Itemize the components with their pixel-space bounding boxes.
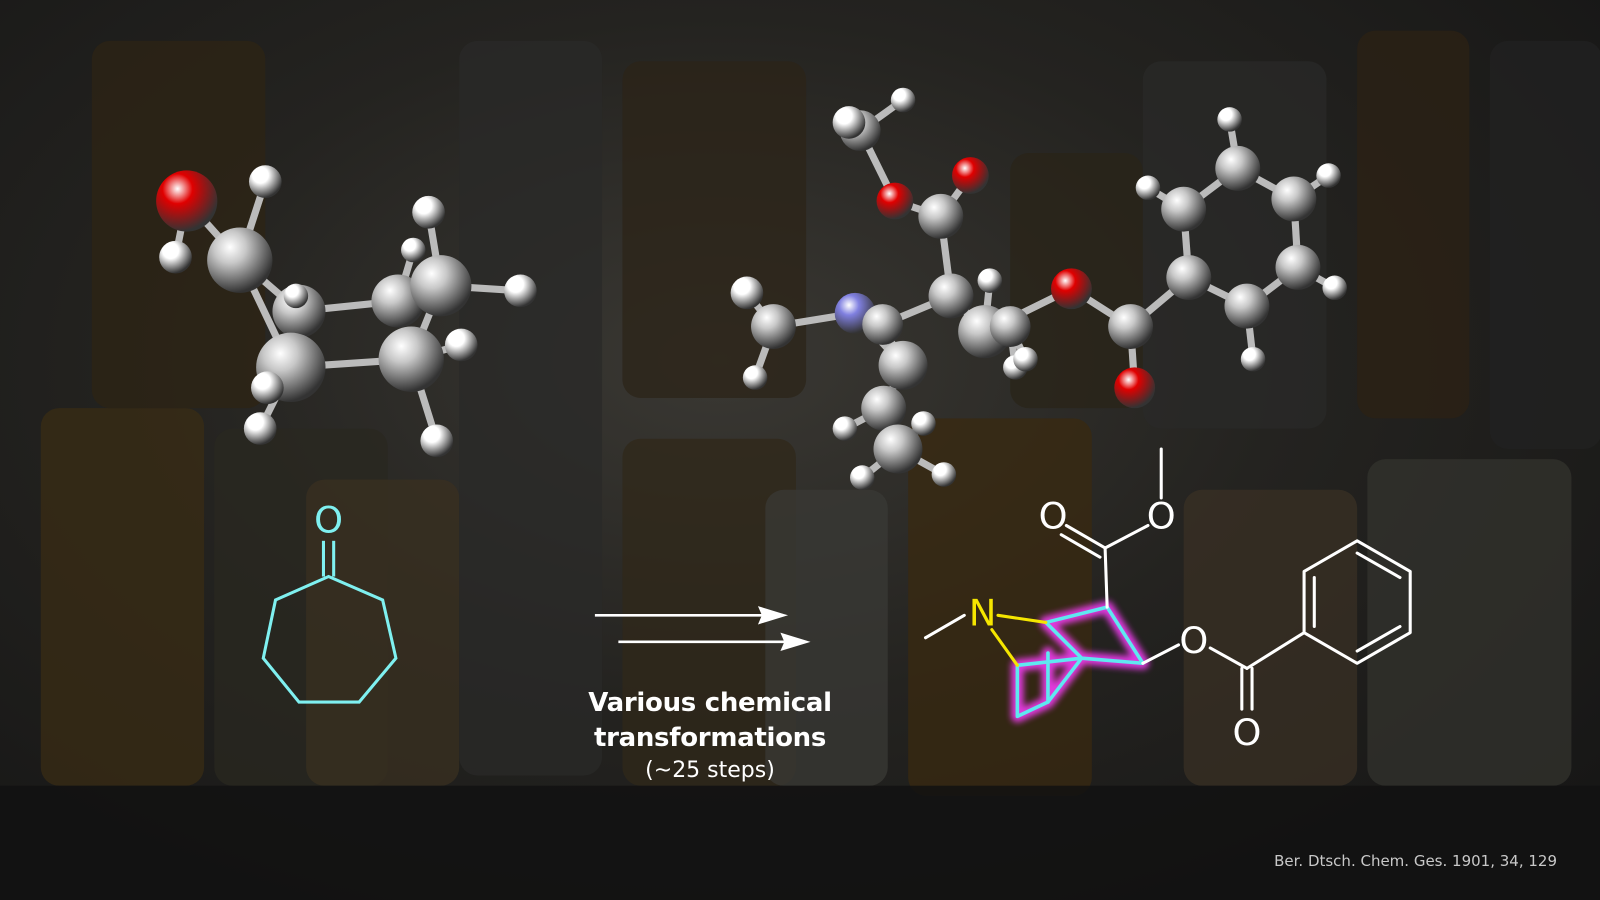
carbon-atom bbox=[207, 227, 273, 293]
nitrogen-label: N bbox=[969, 592, 996, 635]
carbon-atom bbox=[989, 306, 1031, 347]
hydrogen-atom bbox=[1322, 275, 1347, 300]
hydrogen-atom bbox=[850, 465, 875, 490]
hydrogen-atom bbox=[420, 424, 454, 458]
hydrogen-atom bbox=[1240, 346, 1266, 372]
hydrogen-atom bbox=[1013, 346, 1038, 372]
hydrogen-atom bbox=[1135, 175, 1161, 200]
bottle bbox=[1357, 30, 1470, 419]
hydrogen-atom bbox=[412, 195, 445, 229]
hydrogen-atom bbox=[931, 462, 957, 487]
oxygen-atom bbox=[1114, 367, 1156, 409]
hydrogen-atom bbox=[1217, 107, 1242, 132]
carbon-atom bbox=[1224, 283, 1270, 329]
carbon-atom bbox=[878, 340, 928, 390]
hydrogen-atom bbox=[832, 106, 866, 139]
bottle bbox=[1142, 61, 1327, 429]
cocaine-structure bbox=[923, 447, 1412, 723]
bottle bbox=[1367, 459, 1572, 786]
carbon-atom bbox=[1166, 255, 1212, 300]
bottle bbox=[459, 40, 603, 776]
hydrogen-atom bbox=[832, 416, 858, 441]
caption-steps: (~25 steps) bbox=[645, 758, 775, 783]
hydrogen-atom bbox=[243, 412, 277, 445]
carbon-atom bbox=[862, 304, 904, 345]
oxygen-atom bbox=[156, 170, 218, 232]
oxygen-atom bbox=[1051, 268, 1092, 310]
bottle bbox=[1489, 40, 1600, 449]
carbon-atom bbox=[378, 326, 444, 392]
hydrogen-atom bbox=[159, 240, 192, 274]
hydrogen-atom bbox=[977, 268, 1003, 293]
hydrogen-atom bbox=[890, 87, 916, 113]
hydrogen-atom bbox=[504, 274, 537, 308]
reaction-arrows bbox=[594, 606, 811, 651]
carbon-atom bbox=[928, 273, 974, 319]
hydrogen-atom bbox=[248, 165, 282, 198]
carbon-atom bbox=[1161, 186, 1207, 232]
carbon-atom bbox=[1215, 145, 1261, 191]
ketone-oxygen-label: O bbox=[314, 499, 343, 542]
carbon-atom bbox=[873, 424, 923, 474]
carbon-atom bbox=[751, 304, 796, 349]
hydrogen-atom bbox=[742, 365, 768, 390]
hydrogen-atom bbox=[730, 276, 764, 310]
carbon-atom bbox=[410, 255, 472, 317]
cycloheptanone-structure bbox=[261, 540, 398, 704]
cycloheptanone-3d-model bbox=[156, 165, 537, 458]
carbon-atom bbox=[1271, 176, 1317, 222]
hydrogen-atom bbox=[911, 411, 936, 436]
benzoate-carbonyl-oxygen-label: O bbox=[1232, 711, 1261, 754]
carbon-atom bbox=[1275, 244, 1321, 290]
carbon-atom bbox=[861, 385, 907, 431]
hydrogen-atom bbox=[251, 371, 284, 405]
oxygen-atom bbox=[876, 182, 914, 220]
carbon-atom bbox=[918, 193, 964, 239]
bottle bbox=[1183, 489, 1358, 786]
hydrogen-atom bbox=[283, 283, 309, 309]
hydrogen-atom bbox=[1316, 163, 1341, 188]
benzoate-ether-oxygen-label: O bbox=[1179, 619, 1208, 662]
hydrogen-atom bbox=[401, 237, 426, 263]
citation: Ber. Dtsch. Chem. Ges. 1901, 34, 129 bbox=[1274, 852, 1557, 870]
hydrogen-atom bbox=[444, 328, 478, 362]
oxygen-atom bbox=[952, 157, 989, 194]
caption-main: Various chemical transformations bbox=[588, 688, 832, 753]
transformation-caption: Various chemical transformations (~25 st… bbox=[560, 686, 860, 786]
bottle bbox=[622, 438, 796, 786]
cocaine-3d-model bbox=[730, 87, 1347, 490]
bottle bbox=[765, 489, 888, 786]
carbon-atom bbox=[1108, 304, 1154, 349]
bottle bbox=[40, 408, 205, 786]
bottle bbox=[306, 479, 460, 786]
ester-ether-oxygen-label: O bbox=[1147, 495, 1176, 538]
ester-carbonyl-oxygen-label: O bbox=[1039, 495, 1068, 538]
shelf bbox=[0, 785, 1600, 900]
